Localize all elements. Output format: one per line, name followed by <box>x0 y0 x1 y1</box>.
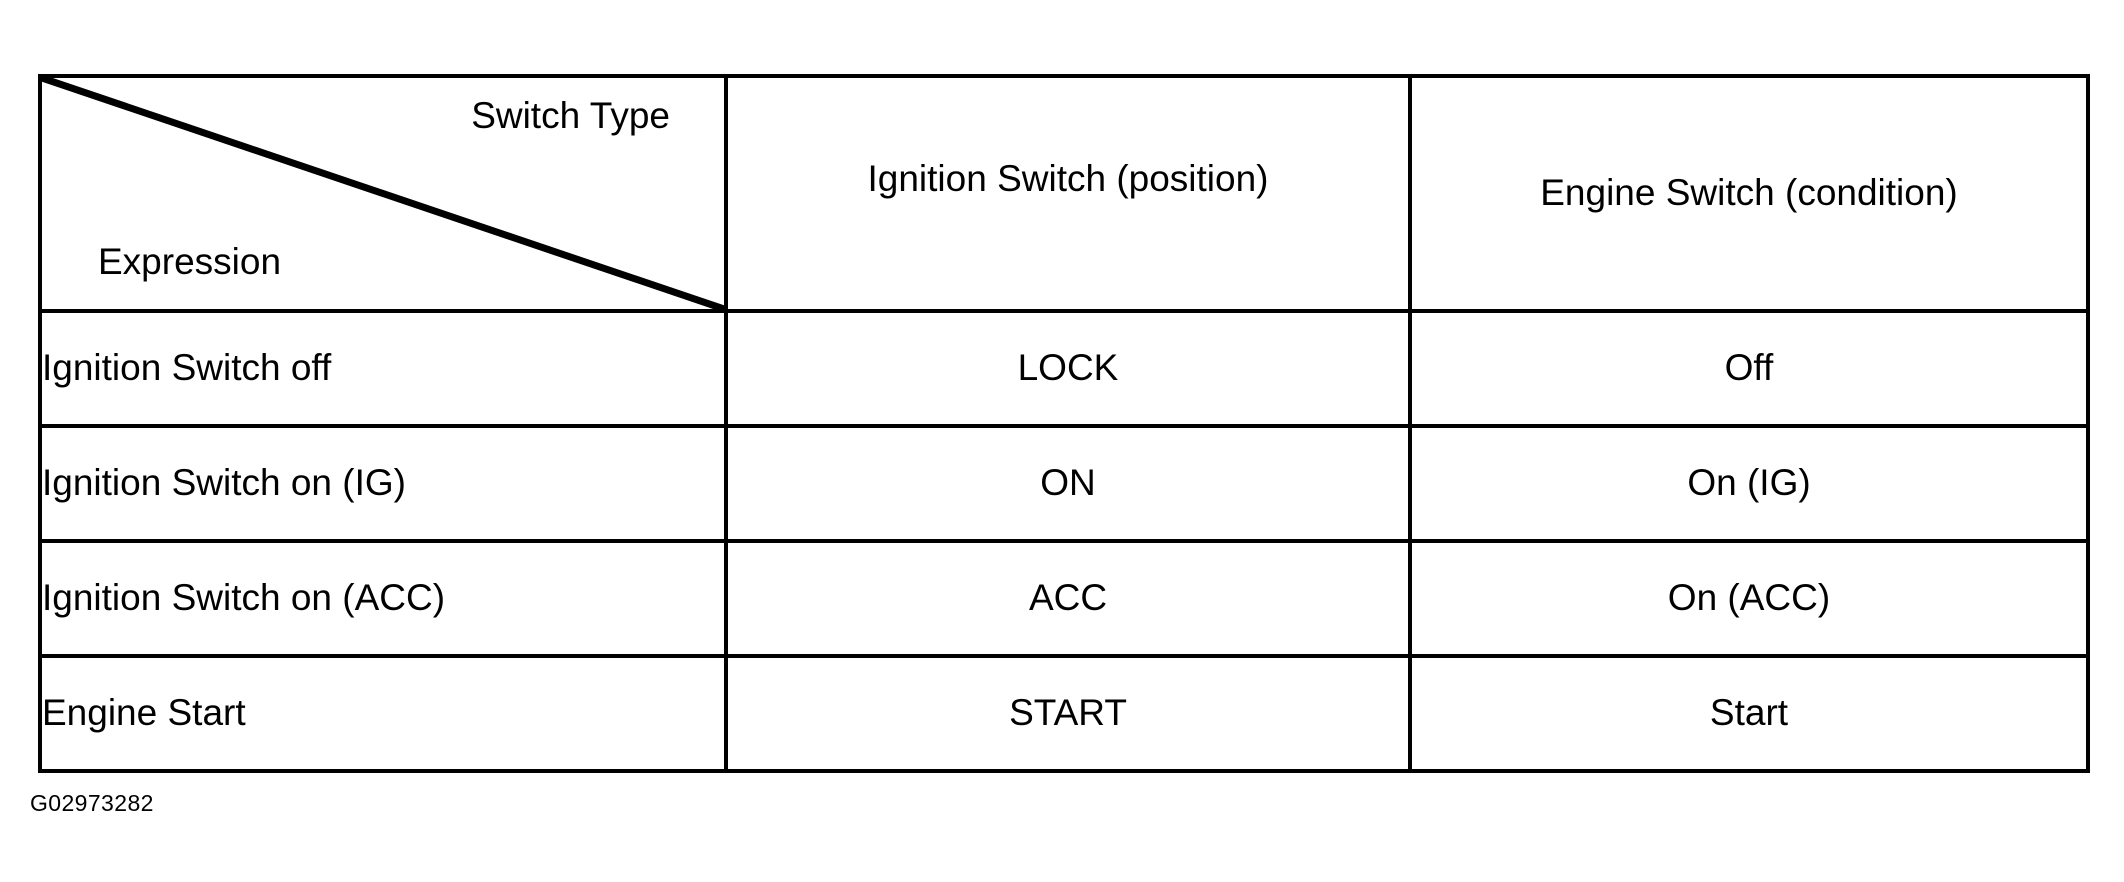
cell-expression: Ignition Switch off <box>38 309 728 428</box>
figure-caption-id: G02973282 <box>30 790 154 816</box>
table-header-row: Switch Type Expression Ignition Switch (… <box>38 74 2090 313</box>
row-axis-label: Expression <box>98 241 282 283</box>
cell-ignition-switch: ACC <box>724 539 1412 658</box>
column-axis-label: Switch Type <box>471 95 670 136</box>
switch-type-table: Switch Type Expression Ignition Switch (… <box>38 74 2090 773</box>
header-cell-engine-switch: Engine Switch (condition) <box>1408 74 2090 313</box>
cell-engine-switch: Off <box>1408 309 2090 428</box>
header-label-ignition-switch: Ignition Switch (position) <box>867 158 1269 200</box>
header-corner-cell: Switch Type Expression <box>38 74 728 313</box>
cell-expression: Ignition Switch on (IG) <box>38 424 728 543</box>
cell-ignition-switch: LOCK <box>724 309 1412 428</box>
cell-engine-switch: On (IG) <box>1408 424 2090 543</box>
table-row: Ignition Switch on (ACC) ACC On (ACC) <box>38 539 2090 658</box>
header-label-engine-switch: Engine Switch (condition) <box>1540 172 1958 214</box>
cell-engine-switch: Start <box>1408 654 2090 773</box>
cell-expression: Engine Start <box>38 654 728 773</box>
table-row: Engine Start START Start <box>38 654 2090 773</box>
table-row: Ignition Switch on (IG) ON On (IG) <box>38 424 2090 543</box>
cell-engine-switch: On (ACC) <box>1408 539 2090 658</box>
table-row: Ignition Switch off LOCK Off <box>38 309 2090 428</box>
cell-expression: Ignition Switch on (ACC) <box>38 539 728 658</box>
cell-ignition-switch: ON <box>724 424 1412 543</box>
cell-ignition-switch: START <box>724 654 1412 773</box>
header-cell-ignition-switch: Ignition Switch (position) <box>724 74 1412 313</box>
